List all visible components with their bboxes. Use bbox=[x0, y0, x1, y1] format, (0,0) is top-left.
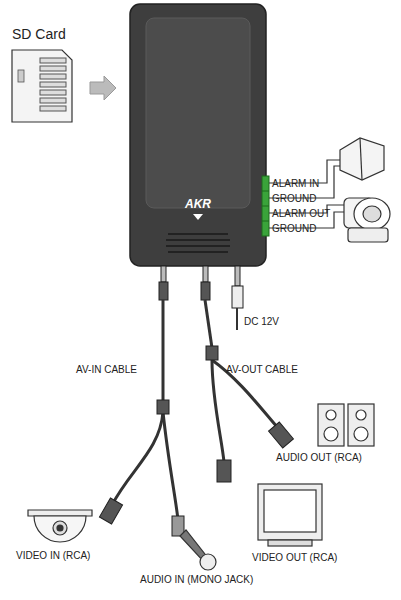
microphone bbox=[180, 530, 216, 570]
insert-arrow bbox=[90, 76, 116, 100]
alarm-sensor bbox=[340, 138, 384, 180]
terminal-block bbox=[262, 176, 269, 236]
port-label: VIDEO IN (RCA) bbox=[16, 550, 90, 562]
plugs bbox=[159, 266, 243, 308]
cables bbox=[112, 300, 278, 520]
cable-label: AV-IN CABLE bbox=[76, 364, 137, 376]
alarm-siren bbox=[344, 198, 390, 242]
terminal-label: GROUND bbox=[272, 193, 316, 205]
terminal-label: ALARM OUT bbox=[272, 208, 330, 220]
device-logo-area: AKR bbox=[170, 194, 226, 212]
brand-logo: AKR bbox=[185, 197, 211, 211]
alarm-wires bbox=[269, 160, 345, 228]
cable-label: AV-OUT CABLE bbox=[226, 364, 298, 376]
port-label: AUDIO OUT (RCA) bbox=[276, 452, 362, 464]
terminal-label: ALARM IN bbox=[272, 178, 319, 190]
port-label: AUDIO IN (MONO JACK) bbox=[140, 574, 253, 586]
sd-card bbox=[12, 50, 72, 122]
part-label: SD Card bbox=[12, 28, 66, 40]
speaker bbox=[318, 404, 374, 446]
dome-camera bbox=[28, 510, 92, 542]
monitor bbox=[258, 484, 322, 546]
terminal-label: GROUND bbox=[272, 223, 316, 235]
power-label: DC 12V bbox=[244, 316, 279, 328]
port-label: VIDEO OUT (RCA) bbox=[252, 552, 337, 564]
dvr-body bbox=[130, 4, 266, 266]
